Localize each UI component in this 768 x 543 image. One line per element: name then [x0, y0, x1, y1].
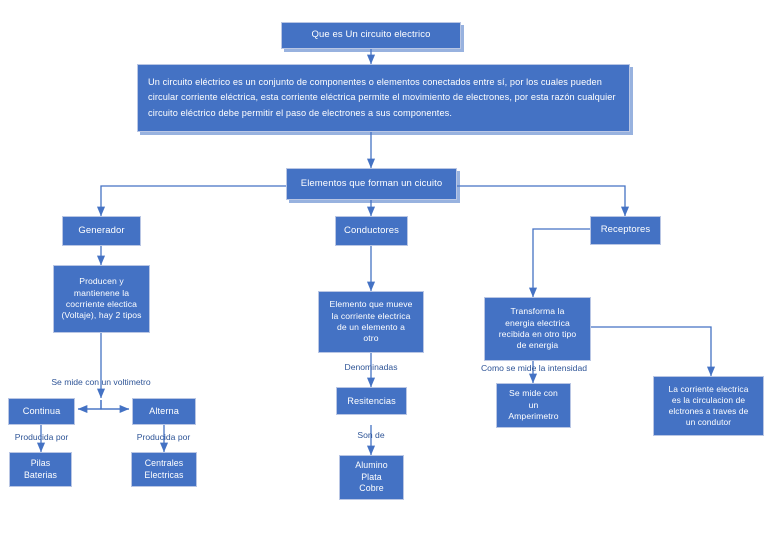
node-conductores[interactable]: Conductores: [335, 216, 408, 246]
node-resitencias[interactable]: Resitencias: [336, 387, 407, 415]
node-conductores-description[interactable]: Elemento que mueve la corriente electric…: [318, 291, 424, 353]
edge-label-son-de: Son de: [357, 430, 385, 440]
node-continua[interactable]: Continua: [8, 398, 75, 425]
edge-label-como-se-mide: Como se mide la intensidad: [480, 363, 588, 373]
edge-label-producida-por-derecha: Producida por: [136, 432, 191, 442]
edge-receptores-desc-to-corriente: [591, 326, 716, 377]
node-receptores[interactable]: Receptores: [590, 216, 661, 245]
node-root[interactable]: Que es Un circuito electrico: [281, 22, 461, 49]
node-generador-description[interactable]: Producen y mantienene la cocrriente elec…: [53, 265, 150, 333]
node-pilas-baterias[interactable]: Pilas Baterias: [9, 452, 72, 487]
node-amperimetro[interactable]: Se mide con un Amperimetro: [496, 383, 571, 428]
edge-elementos-to-receptores: [457, 185, 630, 217]
node-definition[interactable]: Un circuito eléctrico es un conjunto de …: [137, 64, 630, 132]
node-elementos[interactable]: Elementos que forman un cicuito: [286, 168, 457, 200]
edge-label-denominadas: Denominadas: [344, 362, 398, 372]
node-centrales-electricas[interactable]: Centrales Electricas: [131, 452, 197, 487]
node-alterna[interactable]: Alterna: [132, 398, 196, 425]
node-generador[interactable]: Generador: [62, 216, 141, 246]
edge-voltimetro-to-alterna: [100, 400, 130, 414]
node-materiales[interactable]: Alumino Plata Cobre: [339, 455, 404, 500]
node-corriente-definicion[interactable]: La corriente electrica es la circulacion…: [653, 376, 764, 436]
node-receptores-description[interactable]: Transforma la energia electrica recibida…: [484, 297, 591, 361]
edge-label-voltimetro: Se mide con un voltimetro: [51, 377, 151, 387]
edge-elementos-to-generador: [96, 185, 286, 217]
edge-label-producida-por-izquierda: Producida por: [14, 432, 69, 442]
edge-voltimetro-to-continua: [77, 400, 102, 414]
